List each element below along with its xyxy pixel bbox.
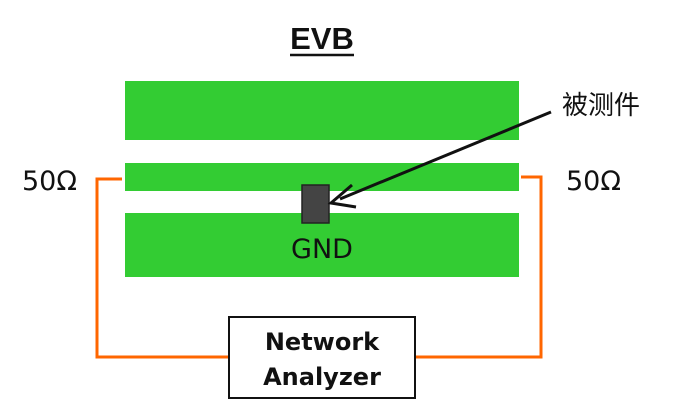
- gnd-label: GND: [291, 234, 353, 265]
- diagram-title: EVB: [290, 21, 354, 56]
- right-coax-cable: [415, 175, 543, 359]
- network-analyzer-line1: Network: [265, 328, 380, 356]
- ground-plane-top: [125, 81, 519, 140]
- network-analyzer-box: [228, 316, 416, 399]
- arrowhead-icon: [327, 183, 357, 209]
- network-analyzer-line2: Analyzer: [263, 363, 381, 391]
- left-impedance-label: 50Ω: [22, 166, 77, 197]
- dut-label: 被测件: [562, 91, 640, 121]
- left-coax-cable: [95, 177, 229, 359]
- dut-pointer-arrow: [339, 110, 552, 201]
- right-impedance-label: 50Ω: [566, 166, 621, 197]
- dut-component: [301, 184, 330, 224]
